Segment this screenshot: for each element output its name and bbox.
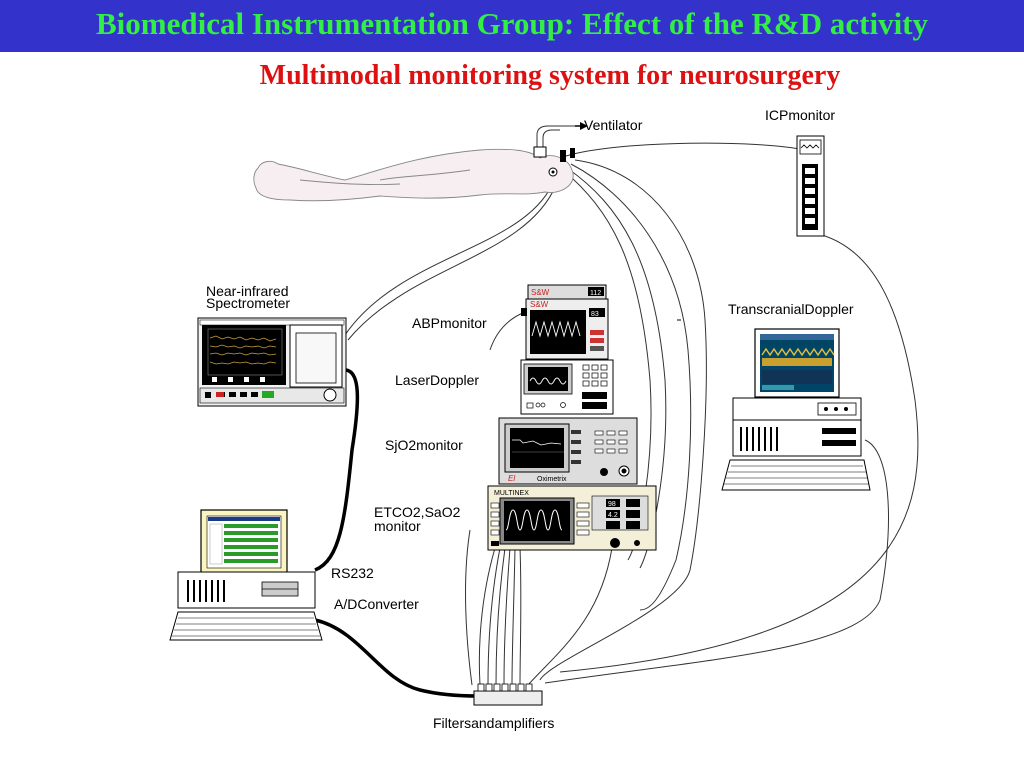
patient-figure [253,148,574,202]
sjo2-monitor-device: El Oximetrix [498,417,638,485]
arrow-head-icon [580,122,588,130]
label-nirs-line1: Near-infrared [206,283,289,299]
multinex-readout-1: 98 [608,501,616,508]
icp-monitor-device [796,135,825,237]
multinex-brand: MULTINEX [494,490,529,497]
adc-cable [314,618,479,698]
nirs-device [197,317,347,407]
slide-subtitle: Multimodal monitoring system for neurosu… [259,60,841,91]
label-abp-monitor: ABPmonitor [412,315,487,331]
label-nirs-line2: Spectrometer [206,295,291,311]
label-adc: A/DConverter [334,596,419,612]
data-cables [314,368,479,698]
sw-brand-main: S&W [530,300,549,309]
label-ventilator: Ventilator [584,117,643,133]
laser-doppler-device [520,359,614,415]
tcd-computer [721,328,871,491]
abp-monitor-device: S&W 112 S&W 83 [521,284,609,360]
abp-readout-1: 112 [590,290,601,297]
label-filters: Filtersandamplifiers [433,715,555,731]
sjo2-logo: El [508,474,515,483]
data-acquisition-computer [169,509,323,641]
label-rs232: RS232 [331,565,374,581]
label-sjo2-monitor: SjO2monitor [385,437,463,453]
label-etco2-line1: ETCO2,SaO2 [374,504,461,520]
abp-readout-2: 83 [591,311,599,318]
slide-title: Biomedical Instrumentation Group: Effect… [95,6,929,41]
sw-brand-top: S&W [531,288,550,297]
filters-amplifiers-box [473,683,543,706]
label-etco2-line2: monitor [374,518,421,534]
multinex-readout-2: 4.2 [608,512,618,519]
label-laser-doppler: LaserDoppler [395,372,480,388]
sjo2-brand: Oximetrix [537,476,567,483]
label-tcd: TranscranialDoppler [728,301,854,317]
etco2-monitor-device: MULTINEX 98 4.2 [487,485,657,551]
rs232-cable [314,368,360,572]
title-bar: Biomedical Instrumentation Group: Effect… [0,0,1024,52]
label-icp-monitor: ICPmonitor [765,107,836,123]
signal-cables [344,125,919,686]
head-probes [533,146,575,177]
